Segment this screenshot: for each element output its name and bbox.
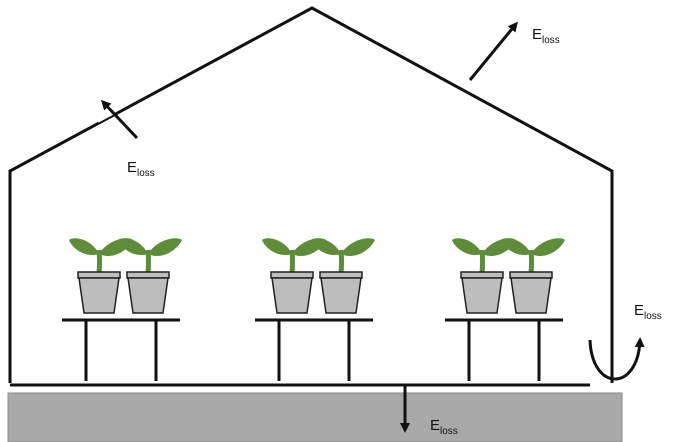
label-ground: Eloss (430, 417, 458, 437)
label-roof-left: Eloss (127, 159, 155, 179)
tables-layer (62, 238, 565, 381)
plant-leaf (501, 238, 531, 256)
pot-rim (77, 271, 121, 279)
table-right (445, 238, 565, 381)
plant-leaf (531, 238, 565, 257)
label-roof-right: Eloss (532, 26, 560, 46)
pot-rim (509, 271, 553, 279)
label-side-right: Eloss (634, 302, 662, 322)
table-middle (255, 238, 375, 381)
plant-leaf (69, 238, 99, 256)
plant-leaf (311, 238, 341, 256)
arrow-roof-right (468, 21, 518, 81)
pot-body (510, 277, 552, 314)
roof-gap (95, 109, 114, 123)
plant-leaf (341, 238, 375, 257)
pot-body (127, 277, 169, 314)
pot-rim (460, 271, 504, 279)
pot-rim (270, 271, 314, 279)
potted-plant (311, 238, 375, 314)
plant-leaf (452, 238, 482, 256)
plant-leaf (148, 238, 182, 257)
pot-rim (126, 271, 170, 279)
arrow-roof-left (100, 99, 139, 140)
pot-body (320, 277, 362, 314)
pot-body (461, 277, 503, 314)
potted-plant (501, 238, 565, 314)
pot-body (78, 277, 120, 314)
potted-plant (69, 238, 133, 314)
potted-plant (452, 238, 516, 314)
arrow-side-right (588, 337, 645, 381)
pot-rim (319, 271, 363, 279)
pot-body (271, 277, 313, 314)
ground-slab (7, 392, 623, 442)
plant-leaf (118, 238, 148, 256)
potted-plant (118, 238, 182, 314)
potted-plant (262, 238, 326, 314)
plant-leaf (262, 238, 292, 256)
greenhouse-outline (8, 6, 614, 383)
table-left (62, 238, 182, 381)
